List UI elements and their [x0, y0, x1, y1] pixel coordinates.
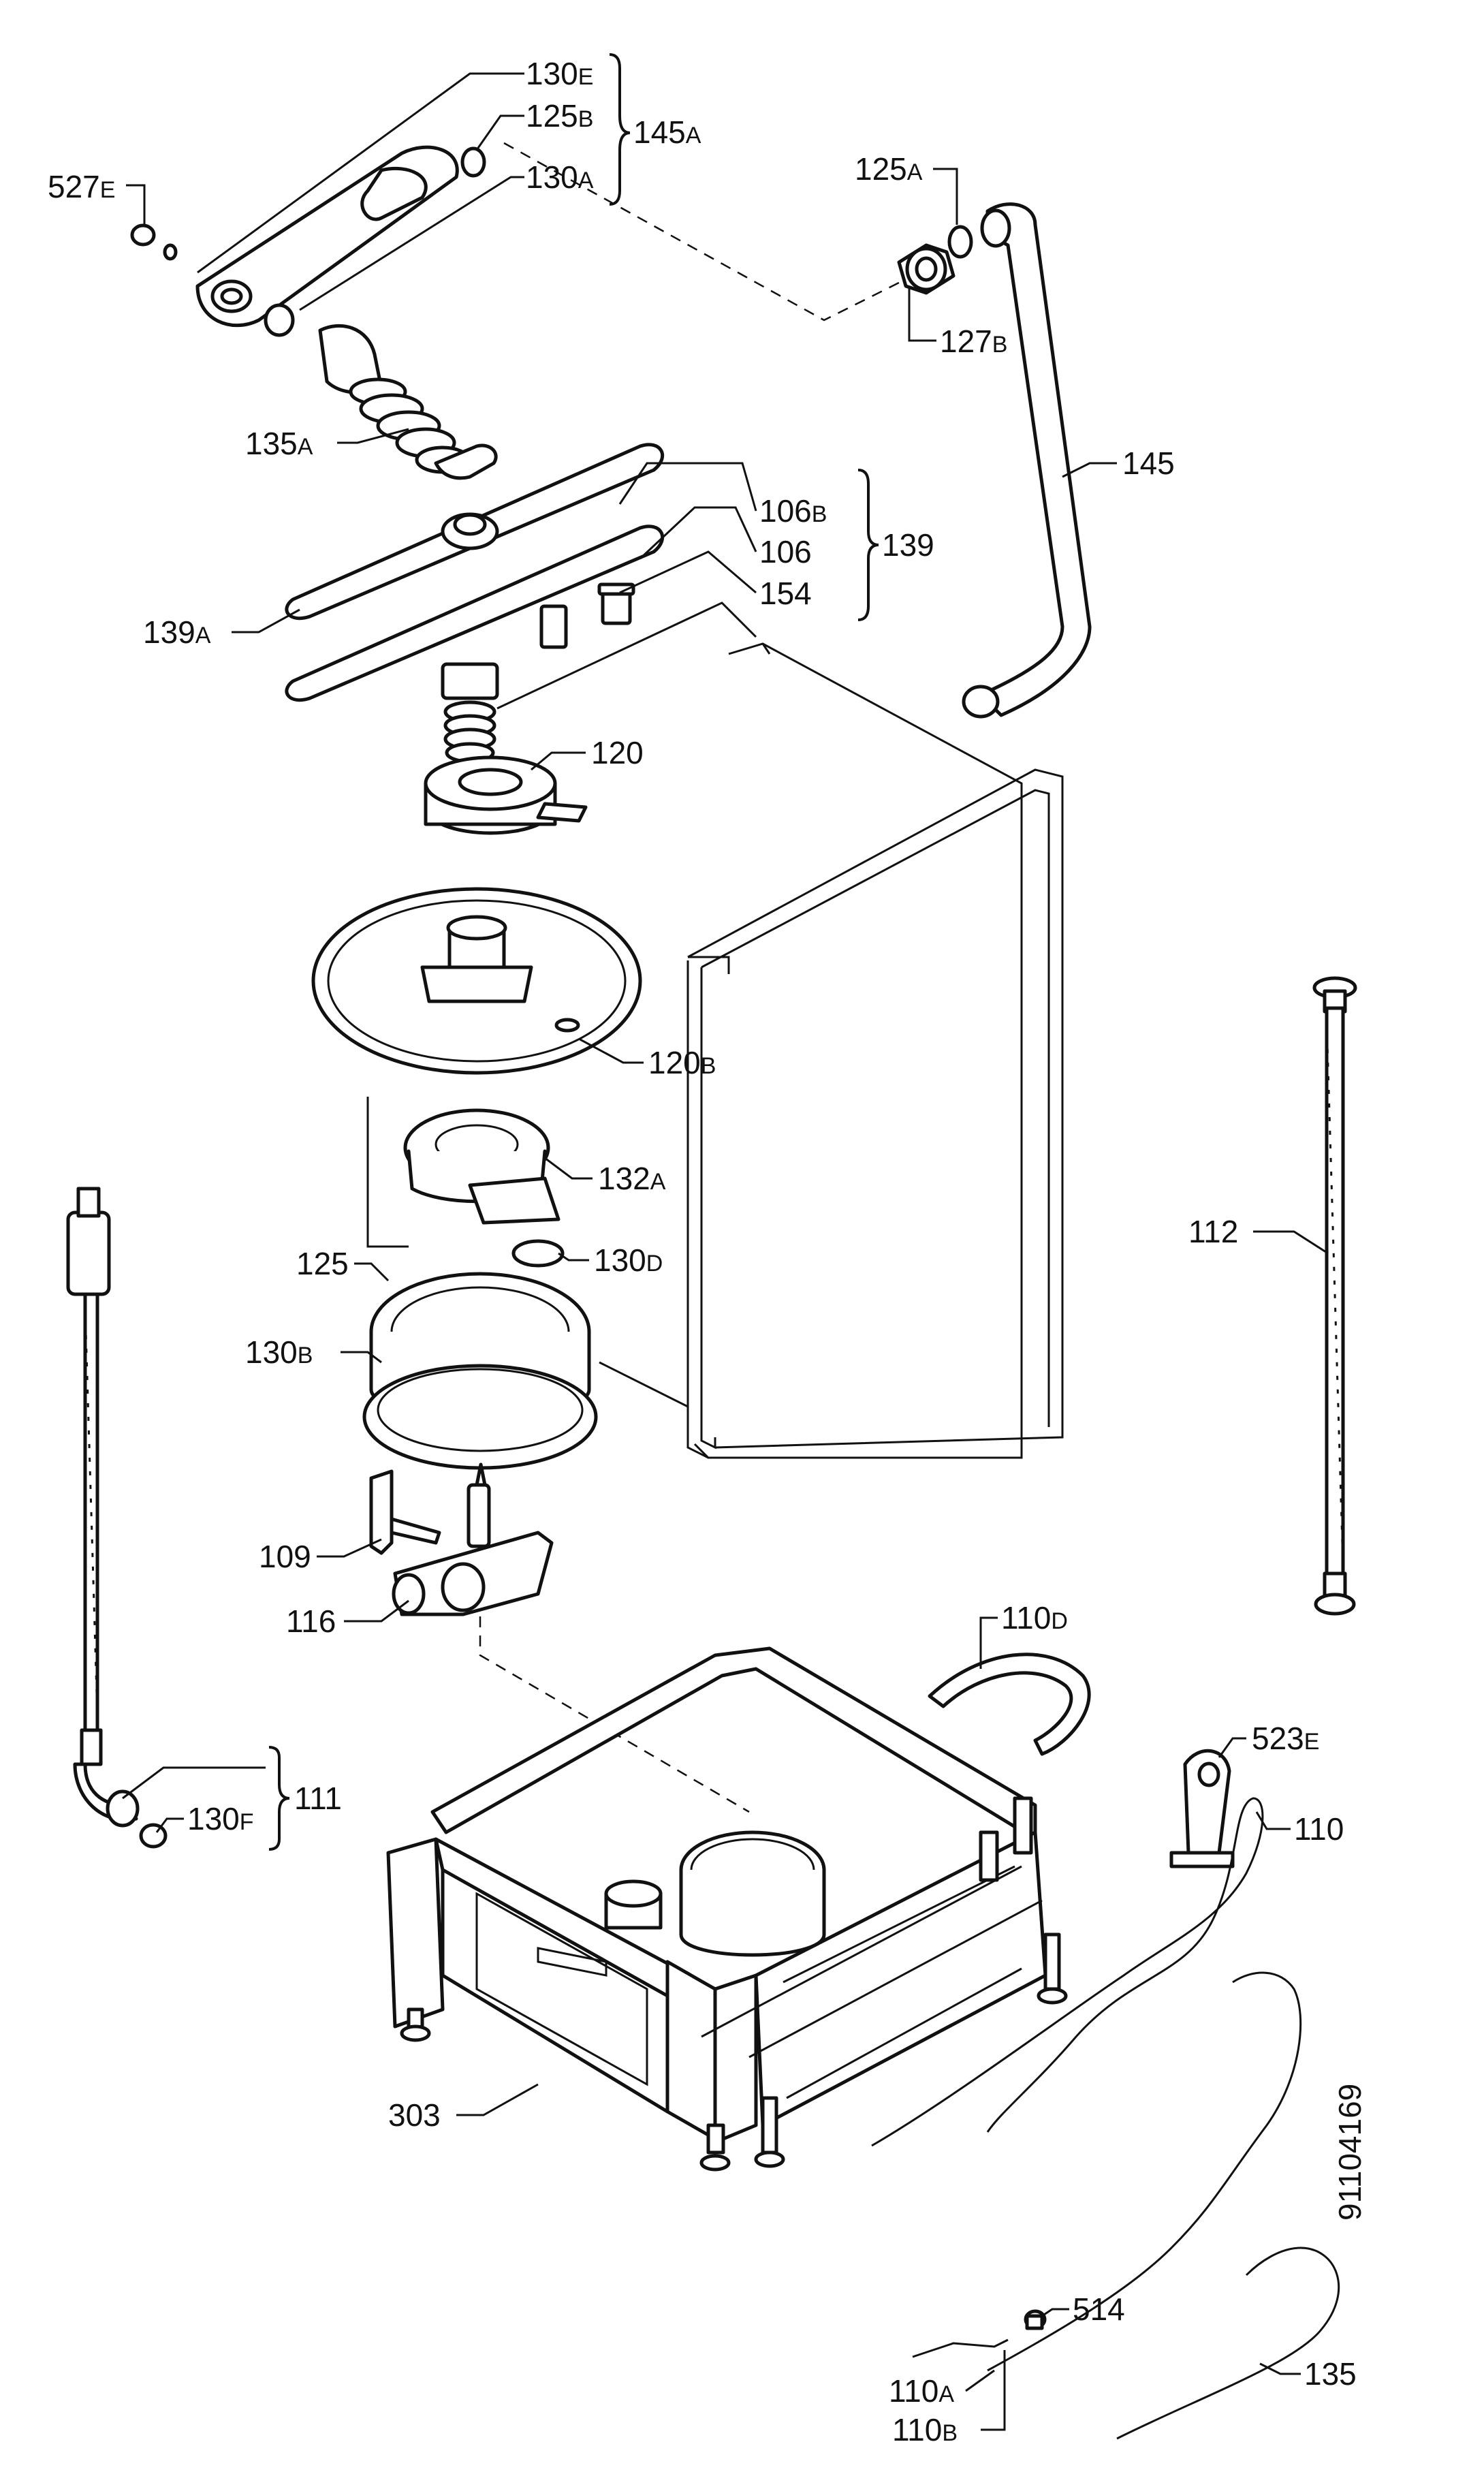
label-303: 303	[388, 2097, 441, 2133]
label-135A: 135A	[245, 426, 313, 461]
label-145: 145	[1122, 445, 1175, 481]
label-125B: 125B	[526, 98, 593, 134]
label-116: 116	[286, 1603, 336, 1639]
brace-111	[268, 1746, 290, 1851]
label-527E: 527E	[48, 169, 115, 204]
washer-527E	[163, 243, 178, 261]
label-130B: 130B	[245, 1334, 313, 1370]
label-130A: 130A	[526, 159, 594, 195]
hose-110A	[987, 1971, 1302, 2372]
upper-spray-arm	[195, 145, 459, 328]
label-130F: 130F	[187, 1801, 254, 1836]
spring-154	[441, 662, 499, 764]
label-125: 125	[296, 1246, 349, 1281]
label-111: 111	[294, 1781, 342, 1816]
fitting-514	[1024, 2309, 1047, 2330]
label-135: 135	[1304, 2356, 1357, 2392]
ring-130D	[511, 1239, 565, 1268]
clip-106	[539, 604, 568, 649]
lower-spray-arm-139	[285, 525, 664, 702]
assembly-guide-line-lower	[479, 1597, 750, 1813]
label-106: 106	[759, 534, 812, 569]
lower-spray-arm-139A	[285, 443, 664, 621]
label-125A: 125A	[855, 151, 923, 187]
label-132A: 132A	[598, 1161, 666, 1196]
ring-130A	[264, 303, 295, 337]
base-frame-303	[386, 1646, 1068, 2172]
label-145A: 145A	[633, 114, 701, 150]
label-110: 110	[1294, 1811, 1344, 1847]
flexible-hose-112	[1312, 976, 1357, 1616]
label-109: 109	[259, 1539, 311, 1574]
valve-assembly-116	[392, 1462, 554, 1616]
drawing-number: 91104169	[1332, 2084, 1368, 2221]
label-139: 139	[882, 527, 934, 563]
filter-plate-120B	[311, 887, 642, 1075]
label-127B: 127B	[940, 324, 1007, 359]
nut-120	[424, 755, 588, 835]
pipe-coupling-127B	[897, 243, 956, 295]
brace-145A	[609, 53, 631, 206]
label-130D: 130D	[594, 1242, 663, 1278]
cabinet-outline	[366, 642, 1064, 1459]
drain-hose-110	[871, 1797, 1264, 2147]
ring-125B	[460, 146, 486, 178]
label-523E: 523E	[1252, 1721, 1319, 1756]
label-120: 120	[591, 735, 644, 770]
label-110D: 110D	[1001, 1600, 1068, 1635]
label-120B: 120B	[648, 1045, 716, 1080]
ring-125A	[947, 225, 973, 259]
seal-130B	[362, 1364, 598, 1470]
supply-pipe-145	[962, 202, 1092, 719]
label-514: 514	[1073, 2291, 1125, 2327]
filter-130F	[139, 1823, 168, 1849]
label-130E: 130E	[526, 56, 593, 91]
label-154: 154	[759, 576, 812, 611]
hose-110B	[912, 2338, 1009, 2358]
label-106B: 106B	[759, 493, 827, 529]
label-110B: 110B	[892, 2412, 958, 2447]
bellows-nozzle-135A	[318, 324, 498, 480]
nut-527E	[130, 223, 156, 247]
pump-housing-132A	[403, 1108, 561, 1225]
bracket-109	[369, 1469, 441, 1555]
clip-106B	[597, 582, 635, 625]
inlet-hose-111	[66, 1187, 140, 1828]
assembly-guide-line-upper	[503, 142, 920, 322]
hose-110D	[928, 1653, 1091, 1756]
bracket-523E	[1169, 1749, 1235, 1868]
label-112: 112	[1188, 1214, 1238, 1249]
label-110A: 110A	[889, 2373, 954, 2409]
leader-lines	[122, 72, 1329, 2431]
hose-135	[1116, 2247, 1340, 2440]
brace-139	[857, 469, 879, 621]
label-139A: 139A	[143, 614, 211, 650]
